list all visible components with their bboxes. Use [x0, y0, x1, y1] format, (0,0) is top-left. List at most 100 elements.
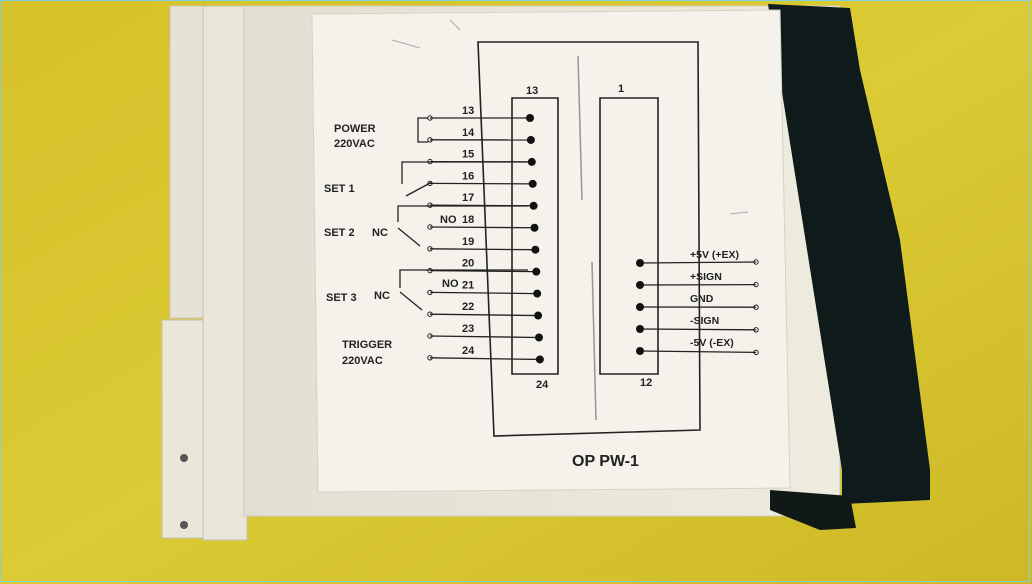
left-pin-row: 21 — [427, 279, 542, 298]
right-pin-row: -5V (-EX) — [636, 337, 759, 356]
left-pin-row: 16 — [427, 170, 537, 188]
connector-diagram — [477, 41, 701, 437]
signal-label: -5V (-EX) — [690, 337, 734, 349]
set2-no-label: NO — [440, 214, 457, 226]
wiring-label — [311, 9, 791, 493]
pin-dot — [636, 303, 644, 311]
terminal-open-dot — [427, 180, 433, 187]
wire-line — [429, 335, 540, 339]
pin-dot — [532, 267, 541, 276]
left-pin-row: 23 — [427, 323, 543, 342]
switch-wiring — [397, 117, 528, 311]
terminal-open-dot — [427, 137, 433, 143]
pin-dot — [526, 114, 534, 122]
pin-dot — [528, 179, 537, 188]
pin-dot — [535, 355, 544, 364]
connector-frame — [477, 41, 701, 437]
left-pin-row: 18 — [427, 214, 539, 232]
set2-nc-label: NC — [372, 227, 388, 239]
power-label: POWER — [334, 123, 376, 135]
trigger-voltage-label: 220VAC — [342, 355, 383, 367]
terminal-open-dot — [427, 246, 433, 252]
wire-line — [429, 291, 538, 295]
pin-dot — [636, 325, 644, 333]
terminal-open-dot — [427, 224, 433, 230]
signal-label: +5V (+EX) — [690, 249, 739, 261]
right-pin-rows: +5V (+EX) +SIGN GND -SIGN -5V (-EX) — [636, 249, 759, 356]
pin-dot — [533, 289, 542, 298]
terminal-open-dot — [427, 202, 433, 208]
pin-dot — [530, 223, 539, 232]
wire-line — [429, 248, 536, 251]
connector-right-top-number: 1 — [618, 83, 624, 95]
pin-number: 14 — [462, 127, 475, 139]
wire-line — [639, 328, 757, 331]
pin-number: 13 — [462, 105, 474, 117]
pin-dot — [529, 201, 538, 210]
terminal-open-dot — [753, 281, 759, 288]
terminal-open-dot — [753, 349, 759, 356]
left-pin-row: 24 — [427, 345, 544, 364]
set2-label: SET 2 — [324, 227, 355, 239]
device-model-label: OP PW-1 — [572, 453, 639, 470]
wire-line — [429, 269, 537, 273]
set3-no-label: NO — [442, 278, 459, 290]
right-pin-row: GND — [636, 293, 759, 311]
set3-label: SET 3 — [326, 292, 357, 304]
right-pin-row: +SIGN — [636, 271, 759, 289]
terminal-open-dot — [753, 327, 759, 333]
wire-line — [639, 261, 757, 264]
pin-number: 18 — [462, 214, 474, 226]
power-voltage-label: 220VAC — [334, 138, 375, 150]
pin-number: 20 — [462, 258, 474, 270]
pin-number: 21 — [462, 279, 474, 291]
label-scuffs — [391, 19, 749, 215]
pin-dot — [534, 311, 543, 320]
screw-hole — [180, 454, 188, 462]
wire-line — [429, 226, 535, 229]
black-bezel — [768, 4, 930, 530]
pin-dot — [526, 135, 535, 144]
right-pin-row: +5V (+EX) — [636, 249, 759, 267]
terminal-open-dot — [427, 311, 433, 317]
pin-dot — [636, 281, 644, 289]
pin-number: 19 — [462, 236, 474, 248]
wire-line — [639, 350, 757, 354]
connector-left-bottom-number: 24 — [536, 379, 549, 391]
left-pin-row: 22 — [427, 301, 543, 320]
set1-label: SET 1 — [324, 183, 355, 195]
pin-dot — [636, 259, 644, 267]
signal-label: -SIGN — [690, 315, 719, 327]
set3-nc-label: NC — [374, 290, 390, 302]
signal-label: +SIGN — [690, 271, 722, 283]
left-pin-row: 19 — [427, 236, 540, 254]
left-pin-row: 14 — [427, 127, 535, 144]
connector-left-block — [511, 97, 559, 375]
pin-dot — [636, 347, 644, 355]
pin-number: 15 — [462, 149, 474, 161]
pin-number: 24 — [462, 345, 475, 357]
signal-label: GND — [690, 293, 714, 305]
connector-right-block — [599, 97, 659, 375]
pin-dot — [535, 333, 543, 342]
trigger-label: TRIGGER — [342, 339, 392, 351]
pin-number: 23 — [462, 323, 474, 335]
terminal-open-dot — [427, 333, 433, 339]
pin-dot — [527, 157, 536, 166]
terminal-open-dot — [753, 304, 759, 310]
wire-line — [429, 313, 539, 317]
pin-number: 16 — [462, 170, 474, 182]
wire-line — [429, 357, 540, 361]
right-pin-row: -SIGN — [636, 315, 759, 333]
connector-right-bottom-number: 12 — [640, 377, 652, 389]
left-pin-row: 20 — [427, 258, 541, 276]
housing-left-rail — [161, 5, 248, 541]
pin-dot — [531, 245, 540, 254]
pin-number: 17 — [462, 192, 474, 204]
pin-number: 22 — [462, 301, 474, 313]
terminal-open-dot — [753, 259, 759, 265]
terminal-open-dot — [427, 355, 433, 361]
connector-left-top-number: 13 — [526, 85, 538, 97]
